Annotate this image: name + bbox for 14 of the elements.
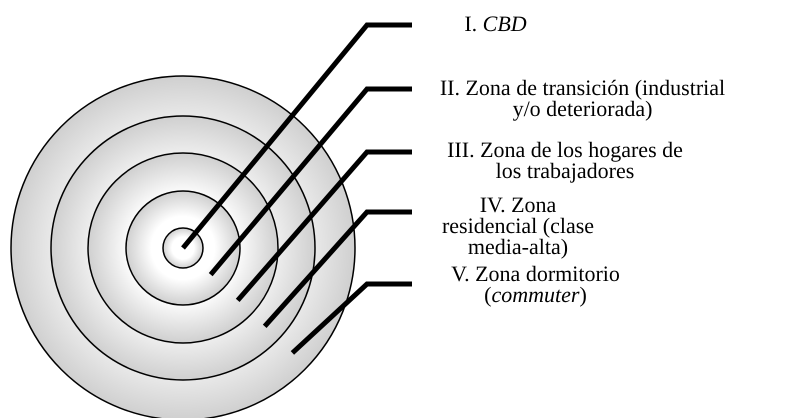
leader-line [181,22,412,250]
zone-label: V. Zona dormitorio (commuter) [411,263,648,305]
zone-label: III. Zona de los hogares de los trabajadores [411,139,695,181]
leader-line [208,86,412,276]
zone-label: II. Zona de transición (industrial y/o deteriorada) [411,77,730,119]
zone-label: I. CBD [411,13,568,34]
zone-disc [50,115,316,381]
zone-disc [87,152,279,344]
leader-line [290,282,412,355]
zone-disc [162,227,204,269]
leader-line [262,210,412,328]
leader-line [236,150,412,302]
zone-label: IV. Zona residencial (clase media-alta) [411,194,603,257]
zone-disc [125,190,241,306]
